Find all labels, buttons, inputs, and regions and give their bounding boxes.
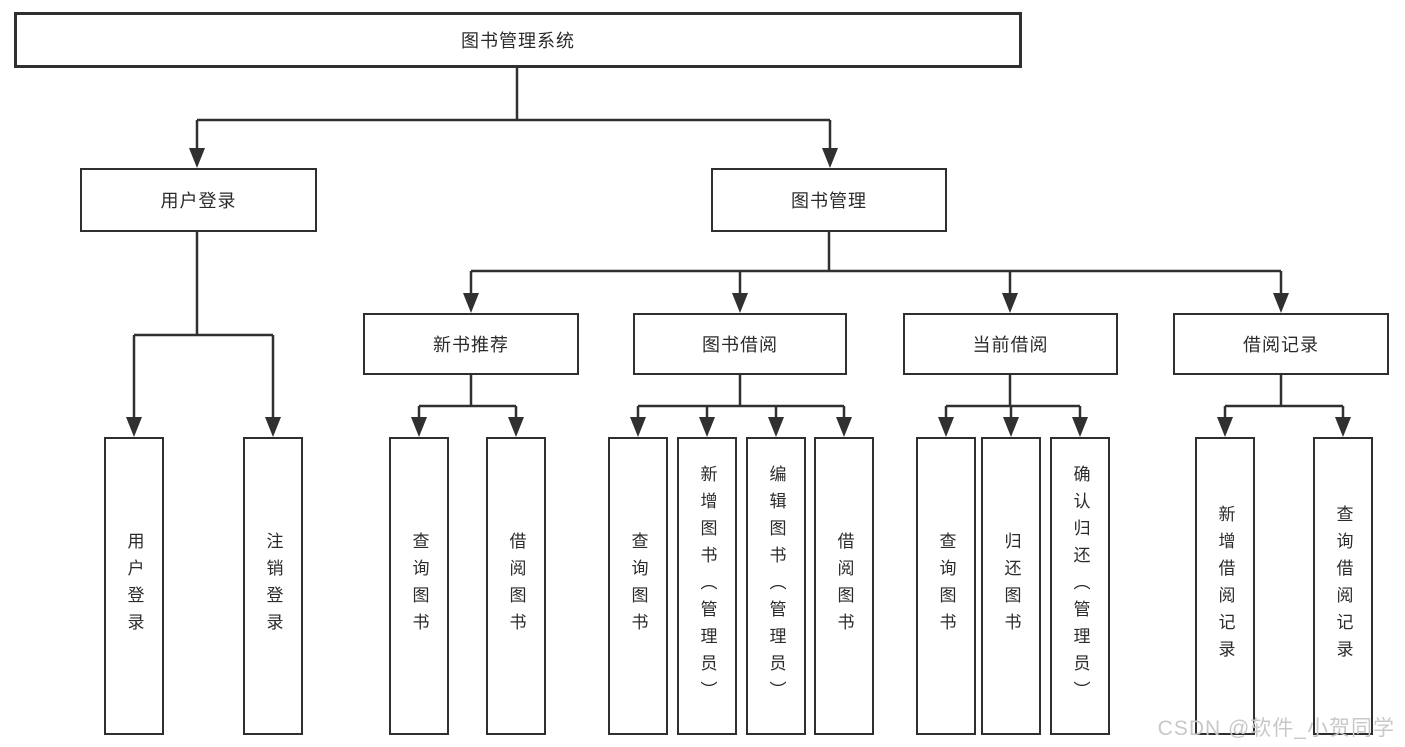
leaf-borrow-books-2: 借阅图书 [814,437,874,735]
node-book-management-system: 图书管理系统 [14,12,1022,68]
edge-book-borrowing-to-leaves [636,375,846,419]
arrowhead-icon [463,293,479,313]
arrowhead-icon [1273,293,1289,313]
edge-root-to-level2 [195,68,832,150]
leaf-query-books-1: 查询图书 [389,437,449,735]
leaf-logout: 注销登录 [243,437,303,735]
leaf-add-borrow-record: 新增借阅记录 [1195,437,1255,735]
arrowhead-icon [699,417,715,437]
edges [132,68,1345,419]
node-book-borrowing: 图书借阅 [633,313,847,375]
edge-current-borrowing-to-leaves [944,375,1082,419]
leaf-user-login: 用户登录 [104,437,164,735]
leaf-edit-book-admin: 编辑图书（管理员） [746,437,806,735]
edge-book-management-to-level3 [469,232,1283,295]
node-current-borrowing: 当前借阅 [903,313,1118,375]
leaf-add-book-admin: 新增图书（管理员） [677,437,737,735]
arrowhead-icon [265,417,281,437]
leaf-query-borrow-record: 查询借阅记录 [1313,437,1373,735]
arrowhead-icon [1335,417,1351,437]
node-book-management: 图书管理 [711,168,947,232]
arrowhead-icon [411,417,427,437]
edge-new-book-recommendation-to-leaves [417,375,518,419]
arrowhead-icon [822,148,838,168]
arrowhead-icon [508,417,524,437]
arrowhead-icon [732,293,748,313]
arrowhead-icon [1217,417,1233,437]
leaf-query-books-2: 查询图书 [608,437,668,735]
edge-user-login-to-leaves [132,232,275,419]
leaf-confirm-return-admin: 确认归还（管理员） [1050,437,1110,735]
arrowheads [126,148,1351,437]
watermark: CSDN @软件_小贺同学 [1157,717,1395,740]
node-user-login: 用户登录 [80,168,317,232]
edge-borrowing-records-to-leaves [1223,375,1345,419]
leaf-return-book: 归还图书 [981,437,1041,735]
arrowhead-icon [836,417,852,437]
arrowhead-icon [1003,417,1019,437]
node-borrowing-records: 借阅记录 [1173,313,1389,375]
arrowhead-icon [189,148,205,168]
arrowhead-icon [1002,293,1018,313]
arrowhead-icon [938,417,954,437]
arrowhead-icon [768,417,784,437]
arrowhead-icon [630,417,646,437]
arrowhead-icon [126,417,142,437]
leaf-borrow-books-1: 借阅图书 [486,437,546,735]
leaf-query-books-3: 查询图书 [916,437,976,735]
arrowhead-icon [1072,417,1088,437]
node-new-book-recommendation: 新书推荐 [363,313,579,375]
